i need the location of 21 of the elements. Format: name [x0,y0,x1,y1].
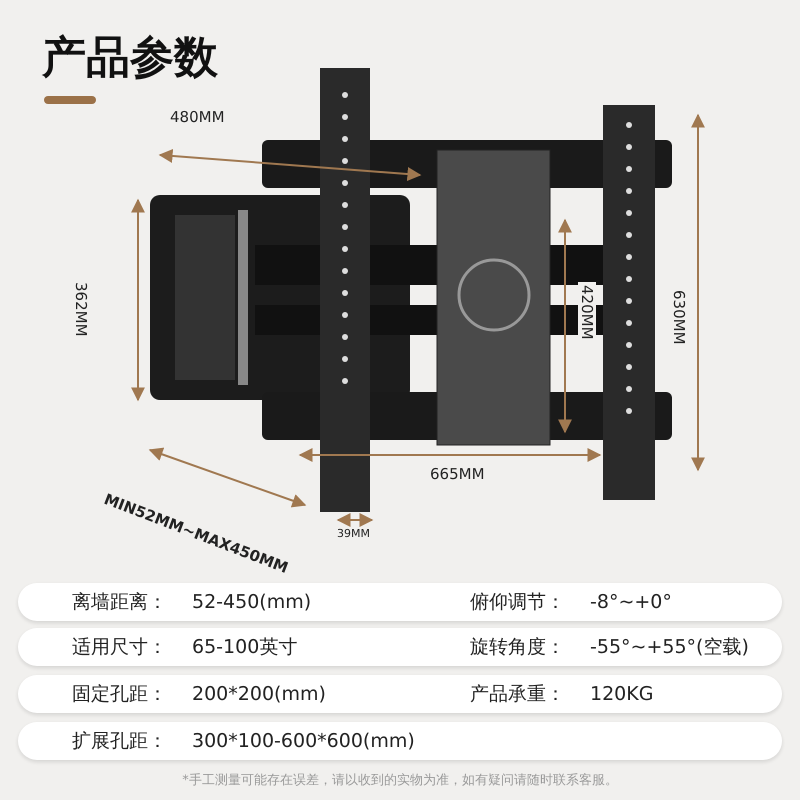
spec-value: 65-100英寸 [192,635,298,659]
spec-value: -55°~+55°(空载) [590,635,749,659]
spec-value: 200*200(mm) [192,682,326,706]
spec-name: 旋转角度： [470,635,565,659]
title: 产品参数 [42,31,218,85]
spec-value: 300*100-600*600(mm) [192,729,415,753]
spec-name: 离墙距离： [72,590,167,614]
dimension-text: 480MM [170,108,225,126]
spec-name: 俯仰调节： [470,590,565,614]
footnote: *手工测量可能存在误差，请以收到的实物为准，如有疑问请随时联系客服。 [181,772,619,789]
spec-value: 52-450(mm) [192,590,312,614]
spec-name: 产品承重： [470,682,565,706]
spec-name: 适用尺寸： [72,635,167,659]
dimension-text: 362MM [72,282,90,337]
dimension-text: 39MM [337,527,370,540]
spec-value: 120KG [590,682,654,706]
dimension-text: 665MM [430,465,485,483]
spec-name: 固定孔距： [72,682,167,706]
spec-value: -8°~+0° [590,590,672,614]
spec-name: 扩展孔距： [72,729,167,753]
dimension-text: 630MM [670,290,688,345]
